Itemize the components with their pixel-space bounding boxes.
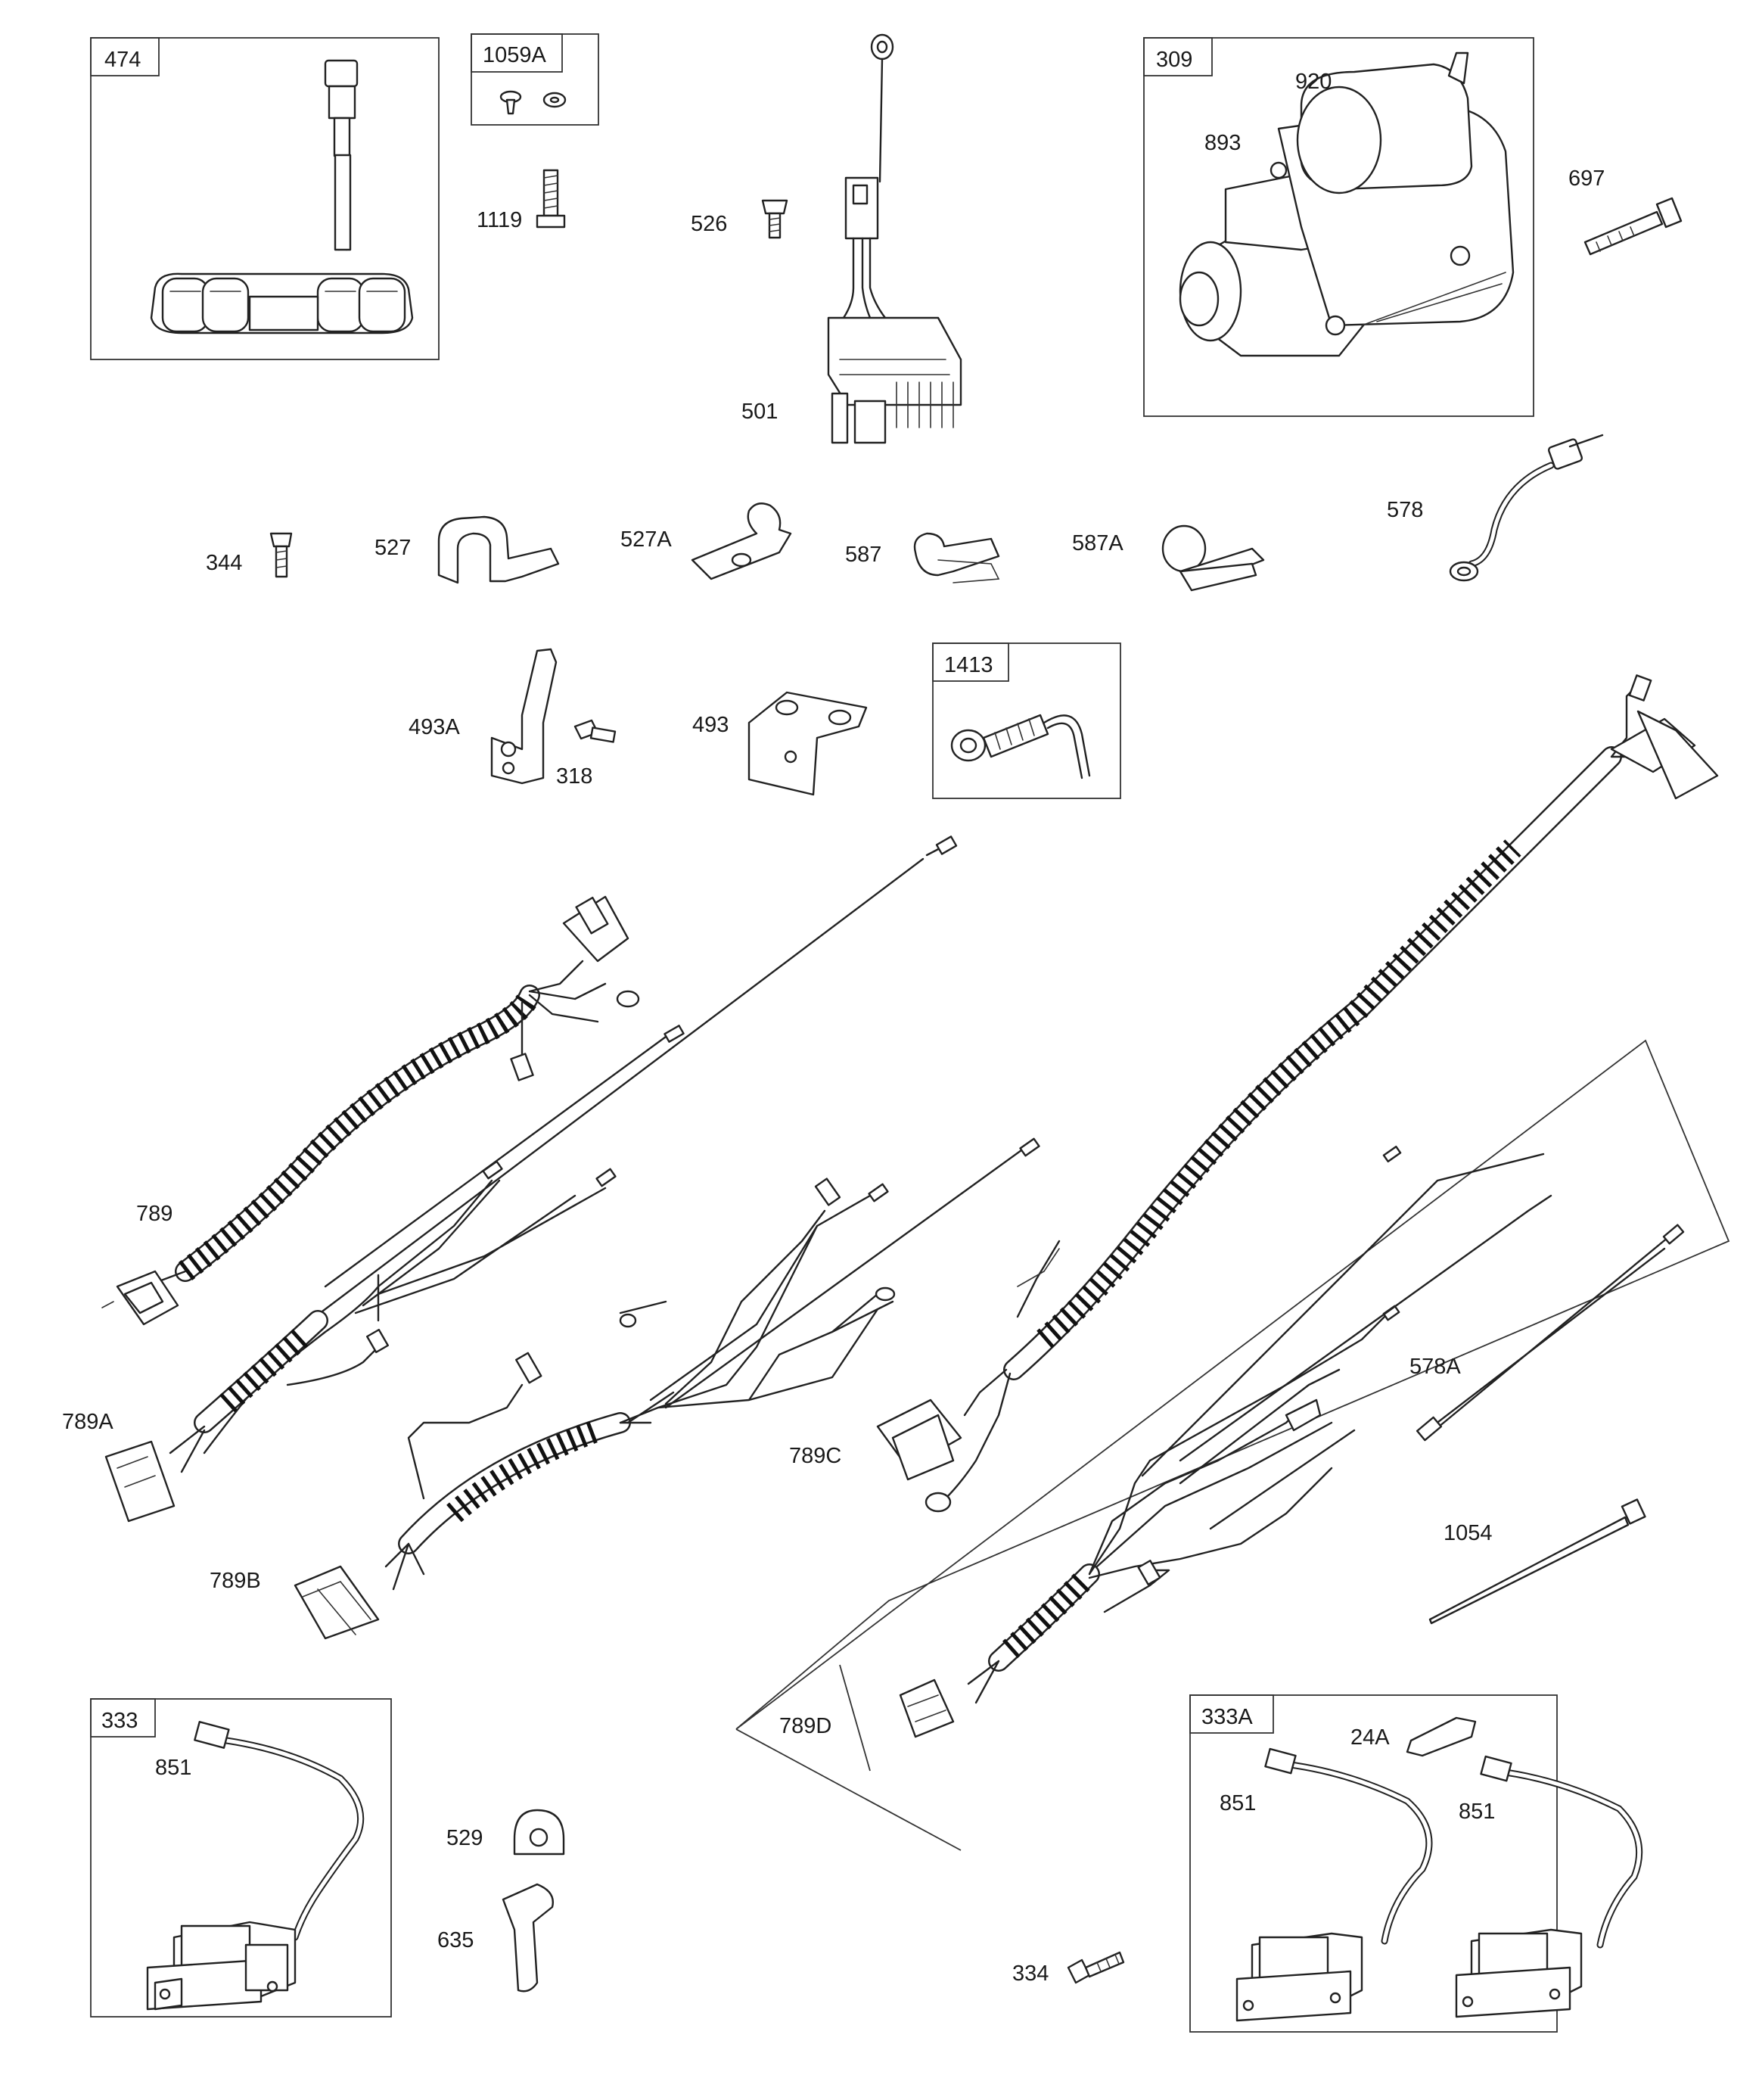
bracket-493 [747, 691, 868, 796]
clamp-527 [437, 515, 560, 584]
group-label-333: 333 [101, 1709, 138, 1733]
clip-587a [1161, 524, 1265, 592]
clip-587 [913, 532, 1000, 583]
callout-526: 526 [691, 212, 727, 236]
harness-789a [104, 1160, 617, 1523]
screw-washer-1059a [499, 90, 567, 115]
lead-578a [1416, 1224, 1685, 1442]
group-tag-333 [90, 1698, 156, 1738]
spark-plug-boot-635 [502, 1883, 554, 1993]
callout-24a: 24A [1350, 1725, 1390, 1750]
callout-587a: 587A [1072, 531, 1123, 555]
callout-578: 578 [1387, 498, 1423, 522]
clip-527a [691, 502, 792, 580]
callout-789a: 789A [62, 1410, 113, 1434]
cable-tie-1054 [1428, 1498, 1646, 1625]
group-label-1413: 1413 [944, 653, 993, 677]
callout-527a: 527A [620, 527, 672, 552]
group-label-309: 309 [1156, 48, 1192, 72]
callout-920: 920 [1295, 70, 1332, 94]
group-label-1059a: 1059A [483, 43, 547, 67]
stator-drawing [150, 59, 414, 334]
callout-789: 789 [136, 1202, 172, 1226]
group-tag-309 [1143, 37, 1213, 76]
regulator-501 [827, 33, 962, 444]
ground-lead-578 [1449, 434, 1604, 582]
callout-587: 587 [845, 543, 881, 567]
group-tag-333a [1189, 1694, 1274, 1734]
group-box-309 [1143, 37, 1534, 417]
callout-789c: 789C [789, 1444, 841, 1468]
grommet-529 [513, 1809, 565, 1856]
callout-344: 344 [206, 551, 242, 575]
callout-1054: 1054 [1444, 1521, 1493, 1545]
group-label-789d: 789D [779, 1714, 831, 1738]
group-box-333a [1189, 1694, 1558, 2033]
group-tag-474 [90, 37, 160, 76]
group-label-333a: 333A [1201, 1705, 1253, 1729]
harness-789d [899, 1145, 1552, 1738]
callout-529: 529 [446, 1826, 483, 1850]
callout-1119: 1119 [477, 208, 522, 232]
bolt-1119 [536, 169, 566, 229]
harness-789 [101, 895, 640, 1326]
callout-527: 527 [374, 536, 411, 560]
ignition-coil-333a-right [1455, 1755, 1643, 2018]
screw-334 [1067, 1951, 1125, 1984]
callout-851-a: 851 [155, 1756, 191, 1780]
harness-789c [876, 674, 1719, 1513]
group-tag-1413 [932, 642, 1009, 682]
ignition-coil-333 [146, 1721, 365, 2011]
group-box-789d [735, 1039, 1730, 1730]
group-box-474 [90, 37, 440, 360]
bracket-493a [490, 648, 558, 785]
group-box-789d-edge [735, 1728, 962, 1851]
group-tag-789d-divider [839, 1664, 871, 1772]
callout-493a: 493A [409, 715, 460, 739]
callout-578a: 578A [1409, 1355, 1461, 1379]
harness-789b [294, 1137, 1040, 1640]
starter-motor-309 [1179, 51, 1515, 357]
group-box-333 [90, 1698, 392, 2018]
callout-893: 893 [1204, 131, 1241, 155]
callout-789b: 789B [210, 1569, 261, 1593]
shim-24a [1406, 1716, 1477, 1757]
callout-851-c: 851 [1459, 1800, 1495, 1824]
callout-851-b: 851 [1220, 1791, 1256, 1815]
ignition-coil-333a-left [1235, 1747, 1433, 2022]
group-tag-1059a [471, 33, 563, 73]
callout-697: 697 [1568, 166, 1605, 191]
group-box-1413 [932, 642, 1121, 799]
screw-344 [269, 532, 293, 578]
group-label-474: 474 [104, 48, 141, 72]
callout-635: 635 [437, 1928, 474, 1952]
callout-334: 334 [1012, 1962, 1049, 1986]
screw-318 [573, 719, 617, 743]
screw-526 [761, 199, 788, 239]
callout-501: 501 [741, 400, 778, 424]
bolt-697 [1583, 197, 1683, 256]
nut-and-boot-1413 [950, 714, 1091, 779]
callout-318: 318 [556, 764, 592, 789]
callout-493: 493 [692, 713, 729, 737]
